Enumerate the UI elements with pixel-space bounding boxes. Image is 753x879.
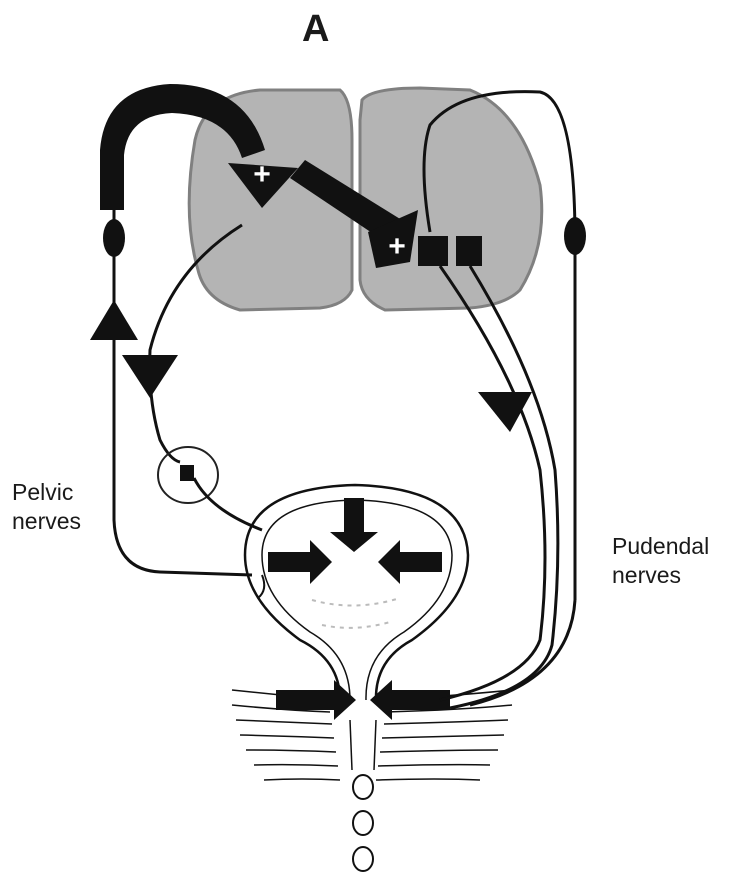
urethra-line-right — [374, 720, 376, 770]
pelvic-fiber-to-urethra — [258, 575, 264, 598]
spinal-cord-right-half — [360, 88, 542, 310]
pelvic-label-line-2: nerves — [12, 507, 81, 536]
urine-droplet-2 — [353, 811, 373, 835]
pudendal-efferent-fiber-1 — [440, 266, 545, 700]
pelvic-ganglion-synapse — [180, 465, 194, 481]
urethral-sphincter — [232, 680, 512, 871]
postganglionic-fiber — [194, 478, 262, 530]
pelvic-efferent-down-arrowhead — [122, 355, 178, 398]
pelvic-label-line-1: Pelvic — [12, 478, 81, 507]
afferent-up-arrowhead — [90, 300, 138, 340]
urethra-line-left — [350, 720, 352, 770]
synapse-plus-sign-2: + — [388, 230, 406, 263]
dorsal-root-ganglion-right — [564, 217, 586, 255]
pudendal-outer-fiber-lower — [470, 600, 575, 705]
urine-droplet-1 — [353, 775, 373, 799]
urinary-bladder — [245, 485, 468, 700]
bladder-contraction-arrow-right — [378, 540, 442, 584]
dorsal-root-ganglion-left — [103, 219, 125, 257]
pudendal-nerves-label: Pudendal nerves — [612, 532, 709, 590]
bladder-contraction-arrow-left — [268, 540, 332, 584]
synapse-plus-sign-1: + — [253, 158, 271, 191]
onuf-nucleus-block-1 — [418, 236, 448, 266]
onuf-nucleus-block-2 — [456, 236, 482, 266]
sphincter-closure-arrow-left — [276, 680, 356, 720]
bladder-contraction-arrow-top — [330, 498, 378, 552]
panel-label: A — [302, 6, 329, 54]
afferent-fiber-to-bladder — [114, 520, 252, 575]
pudendal-label-line-1: Pudendal — [612, 532, 709, 561]
pudendal-efferent-down-arrowhead — [478, 392, 532, 432]
bladder-lumen-shading — [312, 598, 400, 628]
pudendal-label-line-2: nerves — [612, 561, 709, 590]
pelvic-nerves-label: Pelvic nerves — [12, 478, 81, 536]
sphincter-closure-arrow-right — [370, 680, 450, 720]
urine-droplet-3 — [353, 847, 373, 871]
